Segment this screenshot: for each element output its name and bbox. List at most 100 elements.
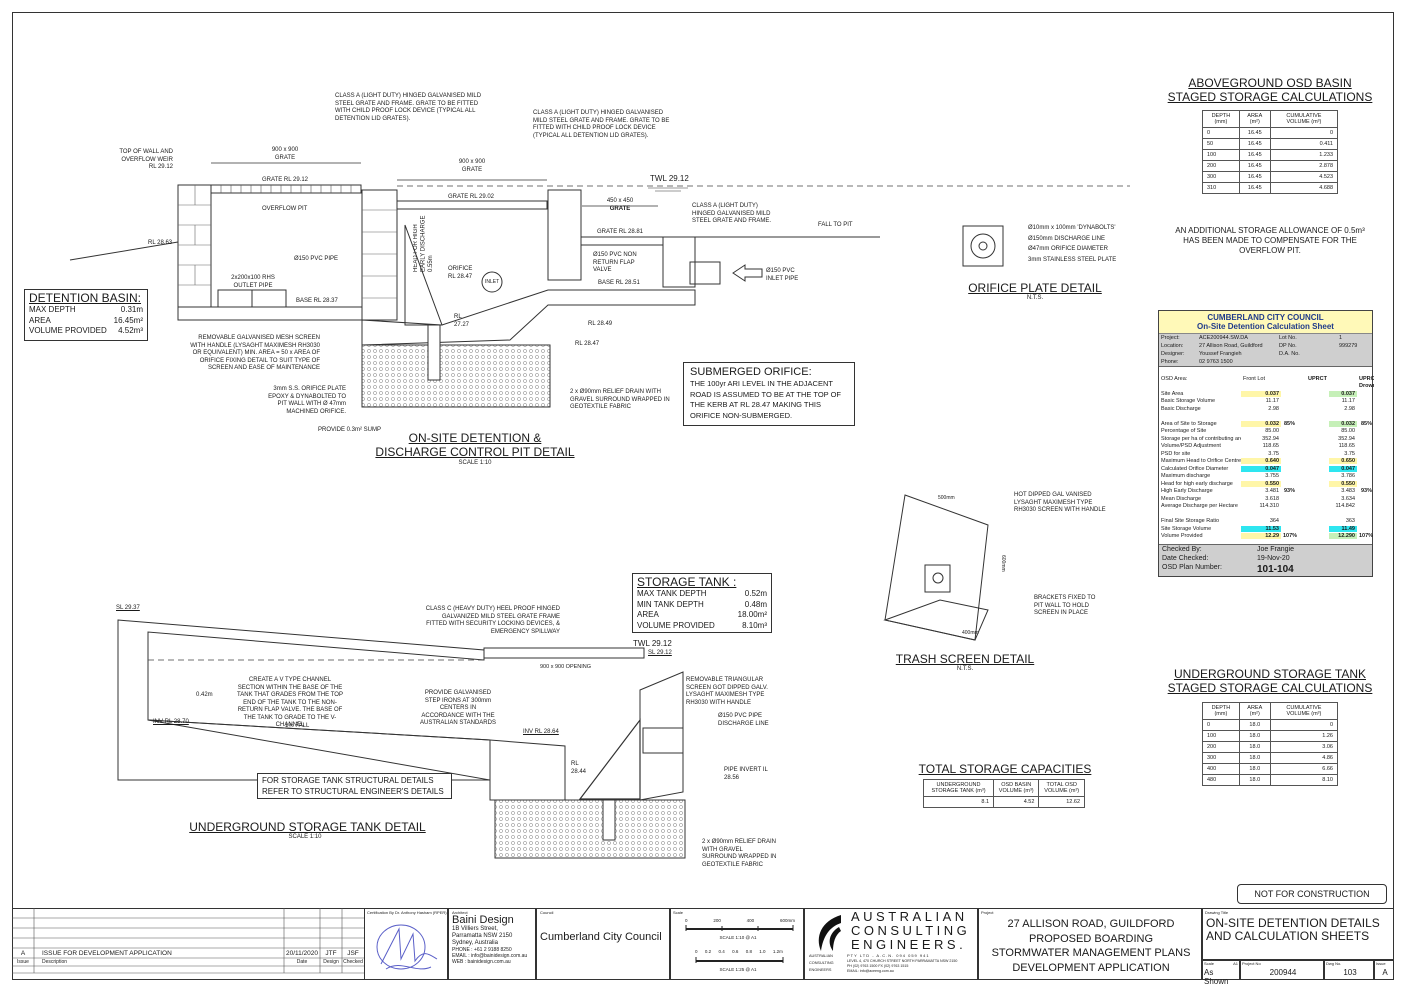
company-logo-icon: [818, 915, 841, 951]
rev-header-design: Design: [323, 959, 339, 965]
spec-label: MAX DEPTH: [29, 305, 76, 314]
council-name: Cumberland City Council: [540, 931, 662, 943]
scale-1-caption: SCALE 1:10 @ A1: [719, 935, 757, 940]
calc-drowned-value: 363: [1345, 518, 1355, 525]
label-outlet-pipe: 2x200x100 RHS OUTLET PIPE: [231, 275, 275, 289]
dim-value: 900 x 900: [458, 159, 486, 165]
label-twl-tank: TWL 29.12: [633, 639, 672, 648]
area-cell: 18.0: [1238, 741, 1271, 753]
architect-cell: Architect Baini Design 1B Villiers Stree…: [448, 908, 536, 980]
project-no-value: 200944: [1269, 968, 1297, 977]
project-line-3: STORMWATER MANAGEMENT PLANS: [991, 947, 1191, 959]
certification-cell: Certification By Dr. Anthony Hasham (RPE…: [364, 908, 448, 980]
title-line-2: STAGED STORAGE CALCULATIONS: [1167, 680, 1373, 695]
calc-label: Final Site Storage Ratio: [1161, 518, 1220, 525]
calc-drowned-value: 114.842: [1335, 503, 1355, 510]
column-header: DEPTH (mm): [1202, 110, 1240, 128]
calc-label: Calculated Orifice Diameter: [1161, 465, 1229, 472]
label-fall: 1% FALL: [285, 723, 310, 729]
dim-value: 900 x 900: [271, 147, 299, 153]
column-header: AREA (m²): [1238, 110, 1271, 128]
calc-drowned-value: 352.94: [1338, 435, 1355, 442]
project-no-field: Project No 200944: [1240, 960, 1324, 980]
label-fall-to-pit: FALL TO PIT: [818, 222, 853, 228]
drawing-title-line-1: ON-SITE DETENTION DETAILS: [1206, 916, 1380, 930]
checked-by-value: Joe Frangie: [1257, 546, 1294, 553]
volume-cell: 0: [1269, 127, 1339, 139]
council-label: Council: [540, 910, 554, 915]
revision-table: A ISSUE FOR DEVELOPMENT APPLICATION 20/1…: [12, 908, 364, 980]
architect-addr2: Parramatta NSW 2150: [452, 933, 513, 939]
volume-cell: 1.233: [1269, 149, 1339, 161]
rev-issue: A: [20, 950, 26, 957]
calc-uprct-value: 0.550: [1241, 480, 1281, 487]
calc-label: Mean Discharge: [1161, 495, 1202, 502]
label-pvc-pipe: Ø150 PVC PIPE: [294, 256, 339, 262]
architect-web: WEB : bainidesign.com.au: [452, 959, 511, 965]
da-label: D.A. No.: [1279, 351, 1300, 357]
label-flap-valve: Ø150 PVC NON RETURN FLAP VALVE: [593, 252, 637, 273]
note-discharge-line: Ø150 PVC PIPE DISCHARGE LINE: [718, 713, 769, 727]
area-cell: 16.45: [1238, 171, 1271, 183]
calc-uprct-value: 0.640: [1241, 458, 1281, 465]
council-cell: Council Cumberland City Council: [536, 908, 670, 980]
calc-drowned-value: 0.047: [1329, 465, 1357, 472]
note-grate-1: CLASS A (LIGHT DUTY) HINGED GALVANISED M…: [335, 93, 482, 122]
label-orifice: ORIFICE RL 28.47: [448, 266, 473, 280]
architect-label: Architect: [452, 910, 468, 915]
project-label: Project: [981, 910, 994, 915]
orifice-plate-label: Ø47mm ORIFICE DIAMETER: [1028, 246, 1109, 252]
calc-drowned-value: 11.49: [1329, 525, 1357, 532]
label-rl-2847: RL 28.47: [575, 341, 600, 347]
area-cell: 18.0: [1238, 730, 1271, 742]
depth-cell: 50: [1202, 138, 1240, 150]
label-twl: TWL 29.12: [650, 174, 689, 183]
calc-label: High Early Discharge: [1161, 488, 1213, 495]
calc-drowned-pct: 93%: [1360, 488, 1372, 495]
project-no-label: Project No: [1242, 961, 1261, 966]
company-acn: PTY LTD - A.C.N. 094 059 941: [847, 953, 930, 958]
project-title: 27 ALLISON ROAD, GUILDFORD PROPOSED BOAR…: [979, 917, 1203, 975]
note-pipe-invert: PIPE INVERT IL 28.56: [724, 767, 768, 781]
calc-uprct-value: 0.037: [1241, 390, 1281, 397]
calc-sheet-footer: Checked By:Joe Frangie Date Checked:19-N…: [1159, 544, 1372, 576]
label-base-2837: BASE RL 28.37: [296, 298, 338, 304]
underground-storage-table: DEPTH (mm)AREA (m²)CUMULATIVE VOLUME (m³…: [1202, 702, 1339, 786]
calc-uprct-value: 3.481: [1265, 488, 1279, 495]
depth-cell: 400: [1202, 763, 1240, 775]
designer-label: Designer:: [1161, 351, 1185, 357]
depth-cell: 200: [1202, 160, 1240, 172]
osd-area-value: Front Lot: [1243, 375, 1266, 382]
calc-label: Head for high early discharge: [1161, 480, 1233, 487]
note-grate-3: CLASS A (LIGHT DUTY) HINGED GALVANISED M…: [692, 203, 772, 224]
table-header-row: DEPTH (mm)AREA (m²)CUMULATIVE VOLUME (m³…: [1202, 702, 1339, 720]
storage-tank-title: STORAGE TANK :: [637, 575, 737, 589]
osd-area-label: OSD Area:: [1161, 375, 1188, 382]
volume-cell: 1.26: [1269, 730, 1339, 742]
calc-drowned-value: 0.550: [1329, 480, 1357, 487]
date-checked-label: Date Checked:: [1162, 555, 1209, 562]
scale-label: Scale: [673, 910, 684, 915]
label-inv-2870: INV RL 28.70: [153, 719, 189, 725]
calc-label: Maximum discharge: [1161, 473, 1211, 480]
note-sump: PROVIDE 0.3m² SUMP: [318, 427, 382, 433]
area-cell: 16.45: [1238, 160, 1271, 172]
orifice-plate-scale: N.T.S.: [1026, 295, 1044, 301]
dp-value: 999279: [1339, 343, 1358, 349]
calc-label: PSD for site: [1161, 450, 1191, 457]
calc-label: Maximum Head to Orifice Centre: [1161, 458, 1241, 465]
label-rl-2849: RL 28.49: [588, 321, 613, 327]
